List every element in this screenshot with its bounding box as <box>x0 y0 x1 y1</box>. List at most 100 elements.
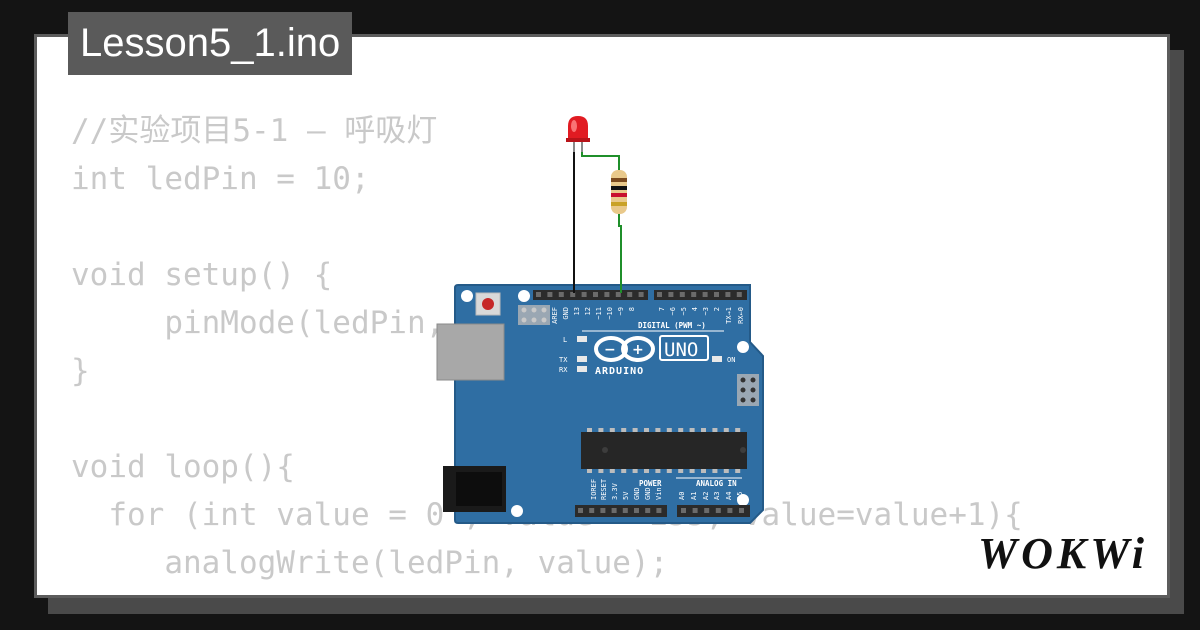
header-pin-16[interactable] <box>725 292 731 297</box>
analog-pin-5[interactable] <box>739 508 744 513</box>
chip-leg <box>701 428 706 432</box>
power-pin-2[interactable] <box>600 508 606 513</box>
pin-label-top-2: 13 <box>573 307 581 315</box>
chip-leg <box>701 469 706 473</box>
chip-leg <box>632 428 638 432</box>
power-pin-4[interactable] <box>622 508 628 513</box>
pin-label-bottom-7: A0 <box>678 492 686 500</box>
header-pin-1[interactable] <box>547 292 553 297</box>
power-pin-5[interactable] <box>634 508 639 513</box>
header-pin-17[interactable] <box>736 292 742 297</box>
header-pin-5[interactable] <box>593 292 598 297</box>
header-pin-4[interactable] <box>581 292 587 297</box>
chip-leg <box>689 469 695 473</box>
chip-leg <box>723 469 729 473</box>
reset-button-cap[interactable] <box>482 298 494 310</box>
pin-label-bottom-10: A3 <box>713 492 721 500</box>
pin-label-top-13: 2 <box>713 307 721 311</box>
digital-pins <box>536 292 742 297</box>
power-analog-pins <box>578 508 744 513</box>
chip-leg <box>666 469 672 473</box>
header-pin-15[interactable] <box>714 292 719 297</box>
usb-connector <box>436 323 505 381</box>
arduino-brand: ARDUINO <box>595 366 644 377</box>
chip-leg <box>712 469 718 473</box>
resistor-body <box>611 170 627 214</box>
led-body <box>568 116 588 140</box>
pin-label-top-9: ~6 <box>669 307 677 315</box>
header-pin-2[interactable] <box>558 292 564 297</box>
led-rim <box>566 138 590 142</box>
header-pin-6[interactable] <box>604 292 610 297</box>
chip-leg <box>678 428 684 432</box>
power-jack-inner <box>456 472 502 506</box>
code-line-1: //实验项目5-1 — 呼吸灯 <box>71 113 438 149</box>
led-on <box>712 356 722 362</box>
analog-pin-0[interactable] <box>681 508 686 513</box>
header-pin-0[interactable] <box>536 292 541 297</box>
mount-hole <box>737 341 749 353</box>
code-line-6: } <box>71 353 90 389</box>
pin-label-bottom-12: A5 <box>736 492 744 500</box>
analog-pin-3[interactable] <box>715 508 721 513</box>
resistor-band-1 <box>611 178 627 182</box>
pin-label-bottom-3: 5V <box>622 491 630 500</box>
chip-leg <box>735 469 741 473</box>
resistor-band-3 <box>611 193 627 197</box>
sketch-title: Lesson5_1.ino <box>68 12 353 75</box>
icsp-header <box>518 305 550 325</box>
mount-hole <box>511 505 523 517</box>
analog-pin-2[interactable] <box>704 508 710 513</box>
header-pin-10[interactable] <box>657 292 662 297</box>
pin-label-bottom-11: A4 <box>725 492 733 500</box>
red-led[interactable] <box>566 116 590 152</box>
chip-leg <box>621 469 627 473</box>
chip-leg <box>632 469 638 473</box>
code-line-8: void loop(){ <box>71 449 295 485</box>
chip-leg <box>655 469 661 473</box>
header-pin-11[interactable] <box>668 292 674 297</box>
chip-leg <box>598 428 604 432</box>
pin-label-top-10: ~5 <box>680 307 688 315</box>
led-rx-label: RX <box>559 366 568 374</box>
power-pin-3[interactable] <box>611 508 617 513</box>
power-header-label: POWER <box>639 479 662 488</box>
code-line-11: delay(5); <box>71 587 1023 595</box>
header-pin-13[interactable] <box>691 292 697 297</box>
power-pin-7[interactable] <box>656 508 662 513</box>
header-pin-3[interactable] <box>570 292 576 297</box>
wokwi-logo: WOKWi <box>978 529 1148 578</box>
chip-leg <box>689 428 695 432</box>
header-pin-14[interactable] <box>702 292 708 297</box>
chip-leg <box>587 469 592 473</box>
header-pin-12[interactable] <box>679 292 685 297</box>
power-pin-1[interactable] <box>589 508 595 513</box>
power-pin-0[interactable] <box>578 508 583 513</box>
pin-label-top-8: 7 <box>658 307 666 311</box>
pin-label-bottom-9: A2 <box>702 492 710 500</box>
resistor[interactable] <box>611 170 627 214</box>
arduino-infinity-icon <box>594 336 655 362</box>
header-pin-9[interactable] <box>638 292 644 297</box>
header-pin-7[interactable] <box>615 292 621 297</box>
pin-label-bottom-6: Vin <box>655 487 663 500</box>
pin-label-top-6: ~9 <box>617 307 625 315</box>
digital-header-right <box>654 290 747 300</box>
analog-pin-1[interactable] <box>692 508 698 513</box>
mount-hole <box>461 290 473 302</box>
signal-wire <box>581 150 620 172</box>
chip-leg <box>678 469 684 473</box>
led-rx <box>577 366 587 372</box>
chip-leg <box>723 428 729 432</box>
analog-pin-4[interactable] <box>727 508 733 513</box>
uno-label: UNO <box>664 339 698 361</box>
chip-leg <box>644 469 649 473</box>
infinity-plus-icon: + <box>632 342 644 358</box>
analog-header-label: ANALOG IN <box>696 479 737 488</box>
header-pin-8[interactable] <box>627 292 633 297</box>
icsp-header-right <box>737 374 759 406</box>
power-pin-6[interactable] <box>645 508 651 513</box>
